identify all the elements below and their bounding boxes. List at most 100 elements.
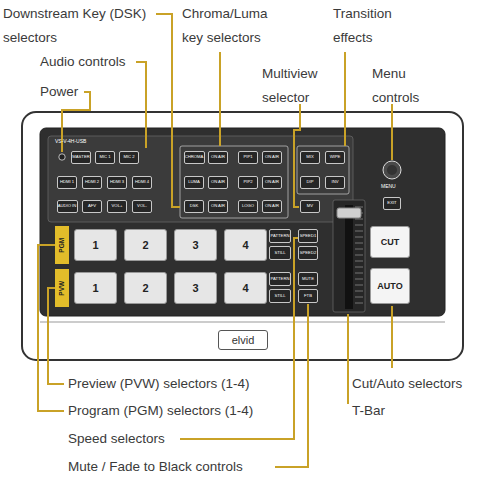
panel-button: DSK xyxy=(184,200,204,213)
callout-label: Power xyxy=(40,80,78,104)
leader-line xyxy=(347,314,349,404)
button-text: ON AIR xyxy=(265,180,279,184)
panel-button: WIPE xyxy=(325,151,345,164)
panel-button: PIP2 xyxy=(238,176,258,189)
source-button: 2 xyxy=(124,272,167,304)
panel-button: HDMI 1 xyxy=(57,176,77,189)
button-text: PATTERN xyxy=(271,234,290,238)
panel-button: MIC 2 xyxy=(119,151,139,164)
callout-label: T-Bar xyxy=(352,399,385,423)
button-text: MASTER xyxy=(72,155,89,159)
button-text: STILL xyxy=(274,294,285,298)
panel-button: SPEED1 xyxy=(298,229,318,243)
leader-line xyxy=(136,62,146,148)
button-text: PATTERN xyxy=(271,277,290,281)
callout-label: Cut/Auto selectors xyxy=(352,372,462,396)
button-text: INV xyxy=(332,180,339,184)
button-text: HDMI 4 xyxy=(135,180,149,184)
button-text: WIPE xyxy=(330,155,341,159)
button-text: 1 xyxy=(92,240,98,251)
transition-button: CUT xyxy=(370,226,410,258)
key-group-outline xyxy=(180,146,288,218)
leader-line xyxy=(156,14,180,207)
panel-button: PIP1 xyxy=(238,151,258,164)
panel-marking: VS-V-4H-USB xyxy=(55,138,86,144)
button-text: MIC 2 xyxy=(123,155,134,159)
panel-button: ON AIR xyxy=(208,151,228,164)
panel-button: MIX xyxy=(300,151,320,164)
panel-button: AUDIO IN xyxy=(57,200,78,213)
panel-button: DIP xyxy=(300,176,320,189)
menu-knob xyxy=(383,161,401,179)
button-text: DSK xyxy=(190,204,199,208)
callout-label: Program (PGM) selectors (1-4) xyxy=(68,399,253,423)
button-text: FTB xyxy=(304,294,312,298)
button-text: PGM xyxy=(59,238,66,253)
panel-button: ON AIR xyxy=(262,151,282,164)
panel-button: SPEED2 xyxy=(298,246,318,260)
panel-button: LOGO xyxy=(238,200,258,213)
panel-button: VOL+ xyxy=(107,200,127,213)
power-button xyxy=(59,154,65,160)
t-bar-well xyxy=(333,200,365,312)
bus-label-strip: PGM xyxy=(55,226,69,264)
panel-button: VOL- xyxy=(132,200,152,213)
upper-panel xyxy=(48,136,353,222)
panel-button: STILL xyxy=(269,289,291,303)
menu-knob-center xyxy=(387,165,397,175)
callout-label: Mute / Fade to Black controls xyxy=(68,455,243,479)
button-text: HDMI 2 xyxy=(85,180,99,184)
button-text: VOL+ xyxy=(112,204,123,208)
panel-button: MASTER xyxy=(71,151,91,164)
button-text: 2 xyxy=(142,283,148,294)
button-text: STILL xyxy=(274,251,285,255)
button-text: SPEED1 xyxy=(300,234,317,238)
button-text: 1 xyxy=(92,283,98,294)
button-text: 3 xyxy=(192,283,198,294)
button-text: CHROMA xyxy=(185,155,204,159)
button-text: AFV xyxy=(88,204,96,208)
button-text: PIP1 xyxy=(243,155,252,159)
panel-button: HDMI 4 xyxy=(132,176,152,189)
button-text: ON AIR xyxy=(211,204,225,208)
callout-label: Menu controls xyxy=(372,62,436,110)
panel-button: ON AIR xyxy=(262,200,282,213)
button-text: PVW xyxy=(59,281,66,296)
button-text: DIP xyxy=(307,180,314,184)
button-text: HDMI 1 xyxy=(60,180,74,184)
button-text: ON AIR xyxy=(265,155,279,159)
panel-button: PATTERN xyxy=(269,229,291,243)
t-bar-handle xyxy=(337,208,361,218)
button-text: elvid xyxy=(232,335,255,346)
button-text: 4 xyxy=(242,240,248,251)
leader-line xyxy=(219,52,221,146)
leader-line xyxy=(344,52,346,146)
source-button: 1 xyxy=(74,229,117,261)
button-text: AUDIO IN xyxy=(58,204,77,208)
panel-button: CHROMA xyxy=(184,151,205,164)
source-button: 4 xyxy=(224,229,267,261)
panel-button: ON AIR xyxy=(208,176,228,189)
base-line xyxy=(40,322,445,323)
panel-button: AFV xyxy=(82,200,102,213)
button-text: ON AIR xyxy=(211,180,225,184)
button-text: MUTE xyxy=(302,277,314,281)
panel-button: FTB xyxy=(298,289,318,303)
transition-group-outline xyxy=(297,146,349,194)
button-text: 4 xyxy=(242,283,248,294)
button-text: EXIT xyxy=(387,201,396,205)
source-button: 3 xyxy=(174,272,217,304)
panel-button: EXIT xyxy=(383,197,401,210)
panel-button: HDMI 2 xyxy=(82,176,102,189)
transition-button: AUTO xyxy=(370,268,410,304)
button-text: MIC 1 xyxy=(99,155,110,159)
button-text: LUMA xyxy=(188,180,200,184)
panel-button: STILL xyxy=(269,246,291,260)
panel-button: INV xyxy=(325,176,345,189)
bus-label-strip: PVW xyxy=(55,269,69,307)
button-text: 3 xyxy=(192,240,198,251)
button-text: CUT xyxy=(381,238,400,247)
button-text: SPEED2 xyxy=(300,251,317,255)
t-bar-scale xyxy=(355,206,363,308)
